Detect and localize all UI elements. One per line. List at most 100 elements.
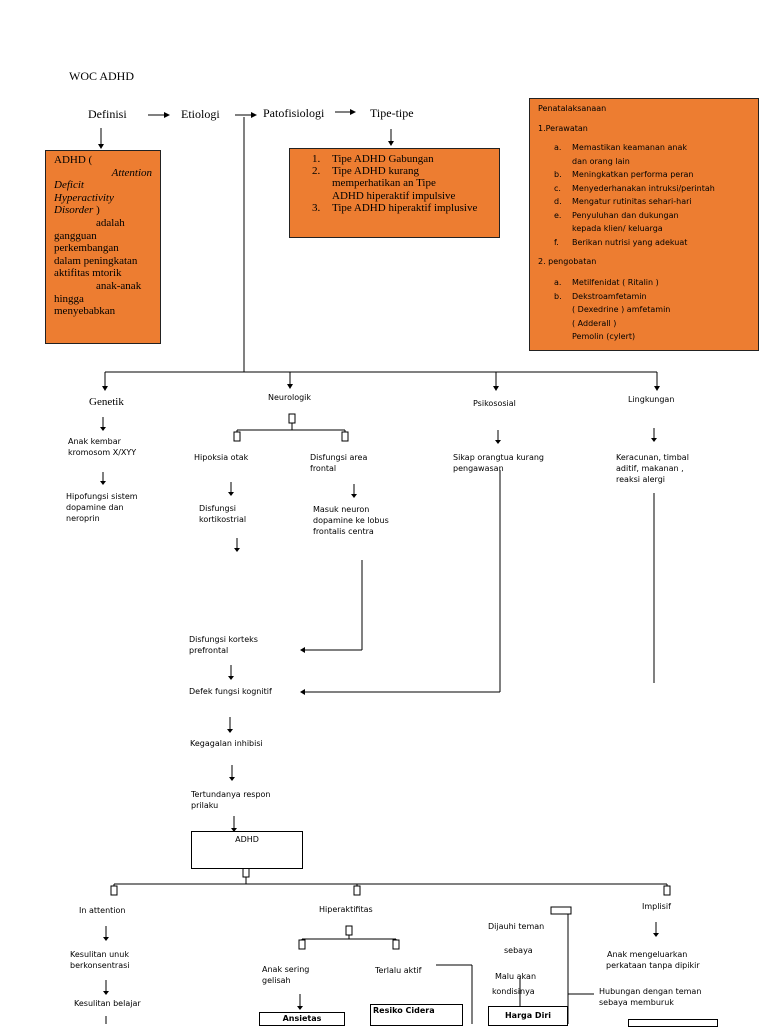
tipe-item-2b: memperhatikan an Tipe [332, 177, 436, 190]
pengobatan-item: a.Metilfenidat ( Ritalin ) [538, 276, 750, 290]
genetik-b-line2: dopamine dan [66, 503, 124, 512]
tipe-num-1: 1. [312, 153, 321, 165]
neuro-masuk-line2: dopamine ke lobus [313, 516, 389, 525]
cause-psikososial: Psikososial [473, 399, 516, 408]
definisi-italic-4: Disorder [54, 204, 94, 217]
penatalaksanaan-title: Penatalaksanaan [538, 104, 607, 113]
diagram-title: WOC ADHD [69, 69, 134, 83]
hiper-gelisah: Anak sering gelisah [262, 964, 309, 986]
definisi-rest-2: gangguan [54, 229, 97, 242]
definisi-rest-7: hingga [54, 292, 84, 305]
node-etiologi: Etiologi [181, 107, 220, 121]
social-malu: Malu akan [495, 972, 537, 981]
perawatan-item-text: kepada klien/ keluarga [572, 224, 663, 233]
neuro-masuk-line1: Masuk neuron [313, 505, 370, 514]
neuro-area-line1: Disfungsi area [310, 453, 368, 462]
pengobatan-item-key: b. [554, 291, 562, 301]
harga-diri-box: Harga Diri [488, 1006, 568, 1026]
perawatan-item-key: f. [554, 237, 559, 247]
cidera-label: Resiko Cidera [373, 1006, 435, 1015]
definisi-rest-3: perkembangan [54, 242, 119, 255]
neuro-masuk-line3: frontalis centra [313, 527, 374, 536]
chain-kegagalan: Kegagalan inhibisi [190, 739, 263, 748]
adhd-box: ADHD [191, 831, 303, 869]
perawatan-item: f. Berikan nutrisi yang adekuat [538, 236, 750, 250]
perawatan-item: b. Meningkatkan performa peran [538, 168, 750, 182]
symptom-hiperaktifitas: Hiperaktifitas [319, 905, 373, 914]
inattention-a-line1: Kesulitan unuk [70, 950, 129, 959]
symptom-inattention: In attention [79, 906, 126, 915]
node-definisi: Definisi [88, 107, 127, 121]
genetik-b-line3: neroprin [66, 514, 100, 523]
inattention-a-line2: berkonsentrasi [70, 961, 130, 970]
psiko-line1: Sikap orangtua kurang [453, 453, 544, 462]
inattention-konsentrasi: Kesulitan unuk berkonsentrasi [70, 949, 129, 971]
perawatan-list: a. Memastikan keamanan anak dan orang lain… [538, 141, 750, 249]
hiper-gelisah-line1: Anak sering [262, 965, 310, 974]
tipe-item-3: Tipe ADHD hiperaktif implusive [332, 201, 478, 214]
chain-tertunda-line2: prilaku [191, 801, 219, 810]
ling-line1: Keracunan, timbal [616, 453, 689, 462]
cause-neurologik: Neurologik [268, 393, 312, 402]
implisif-hubungan: Hubungan dengan teman sebaya memburuk [599, 986, 701, 1008]
chain-tertunda: Tertundanya respon prilaku [191, 789, 271, 811]
chain-korteks-line2: prefrontal [189, 646, 229, 655]
genetik-b-line1: Hipofungsi sistem [66, 492, 138, 501]
perawatan-item: a. Memastikan keamanan anak [538, 141, 750, 155]
chain-defek: Defek fungsi kognitif [189, 687, 272, 696]
neuro-korti-line2: kortikostrial [199, 515, 247, 524]
perawatan-item: d.Mengatur rutinitas sehari-hari [538, 195, 750, 209]
perawatan-item-key: a. [554, 143, 562, 152]
perawatan-title: 1.Perawatan [538, 124, 588, 133]
psiko-line2: pengawasan [453, 464, 504, 473]
inattention-belajar: Kesulitan belajar [74, 999, 141, 1008]
hiper-terlalu-aktif: Terlalu aktif [375, 966, 422, 975]
definisi-close: ) [96, 204, 100, 217]
cidera-box: Resiko Cidera [370, 1004, 463, 1026]
perawatan-item-key: e. [554, 210, 562, 220]
ling-keracunan: Keracunan, timbal aditif, makanan , reak… [616, 452, 689, 485]
pengobatan-title: 2. pengobatan [538, 257, 597, 266]
perawatan-item: dan orang lain [538, 155, 750, 169]
definisi-italic-2: Deficit [54, 179, 84, 192]
perawatan-item-text: Berikan nutrisi yang adekuat [572, 237, 688, 247]
tipe-item-2: Tipe ADHD kurang [332, 165, 419, 178]
perawatan-item: e. Penyuluhan dan dukungan [538, 209, 750, 223]
symptom-implisif: Implisif [642, 902, 671, 911]
implisif-a-line2: perkataan tanpa dipikir [606, 961, 700, 970]
definisi-rest-5: aktifitas mtorik [54, 267, 122, 280]
perawatan-item: c. Menyederhanakan intruksi/perintah [538, 182, 750, 196]
perawatan-item-key: c. [554, 183, 561, 193]
social-dijauhi: Dijauhi teman [488, 922, 545, 931]
node-tipe: Tipe-tipe [370, 106, 414, 120]
perawatan-item-text: Memastikan keamanan anak [572, 143, 688, 152]
pengobatan-item: ( Dexedrine ) amfetamin [538, 303, 750, 317]
perawatan-item-text: Penyuluhan dan dukungan [572, 210, 679, 220]
perawatan-item-text: Meningkatkan performa peran [572, 170, 694, 179]
chain-tertunda-line1: Tertundanya respon [191, 790, 271, 799]
genetik-hipofungsi: Hipofungsi sistem dopamine dan neroprin [66, 491, 138, 524]
chain-korteks: Disfungsi korteks prefrontal [189, 634, 258, 656]
perawatan-item-text: dan orang lain [572, 156, 630, 166]
perawatan-item-key: b. [554, 170, 562, 179]
tipe-num-3: 3. [312, 201, 321, 214]
implisif-perkataan: Anak mengeluarkan perkataan tanpa dipiki… [606, 949, 700, 971]
ling-line3: reaksi alergi [616, 475, 665, 484]
neuro-hipoksia: Hipoksia otak [194, 453, 249, 462]
pengobatan-item: b. Dekstroamfetamin [538, 290, 750, 304]
implisif-a-line1: Anak mengeluarkan [607, 950, 688, 959]
neuro-disfungsi-area: Disfungsi area frontal [310, 452, 367, 474]
implisif-b-line2: sebaya memburuk [599, 998, 674, 1007]
perawatan-item-text: Mengatur rutinitas sehari-hari [572, 197, 692, 206]
definisi-italic-1: Attention [111, 166, 152, 179]
perawatan-item-text: Menyederhanakan intruksi/perintah [572, 183, 715, 193]
pengobatan-item-text: Pemolin (cylert) [572, 332, 636, 341]
genetik-a-line1: Anak kembar [68, 437, 121, 446]
pengobatan-item-text: ( Adderall ) [572, 318, 617, 328]
neuro-kortikostrial: Disfungsi kortikostrial [199, 503, 246, 525]
adhd-label: ADHD [235, 835, 259, 844]
genetik-kembar: Anak kembar kromosom X/XYY [68, 436, 136, 458]
pengobatan-item-text: Dekstroamfetamin [572, 291, 647, 301]
neuro-masuk-neuron: Masuk neuron dopamine ke lobus frontalis… [313, 504, 389, 537]
